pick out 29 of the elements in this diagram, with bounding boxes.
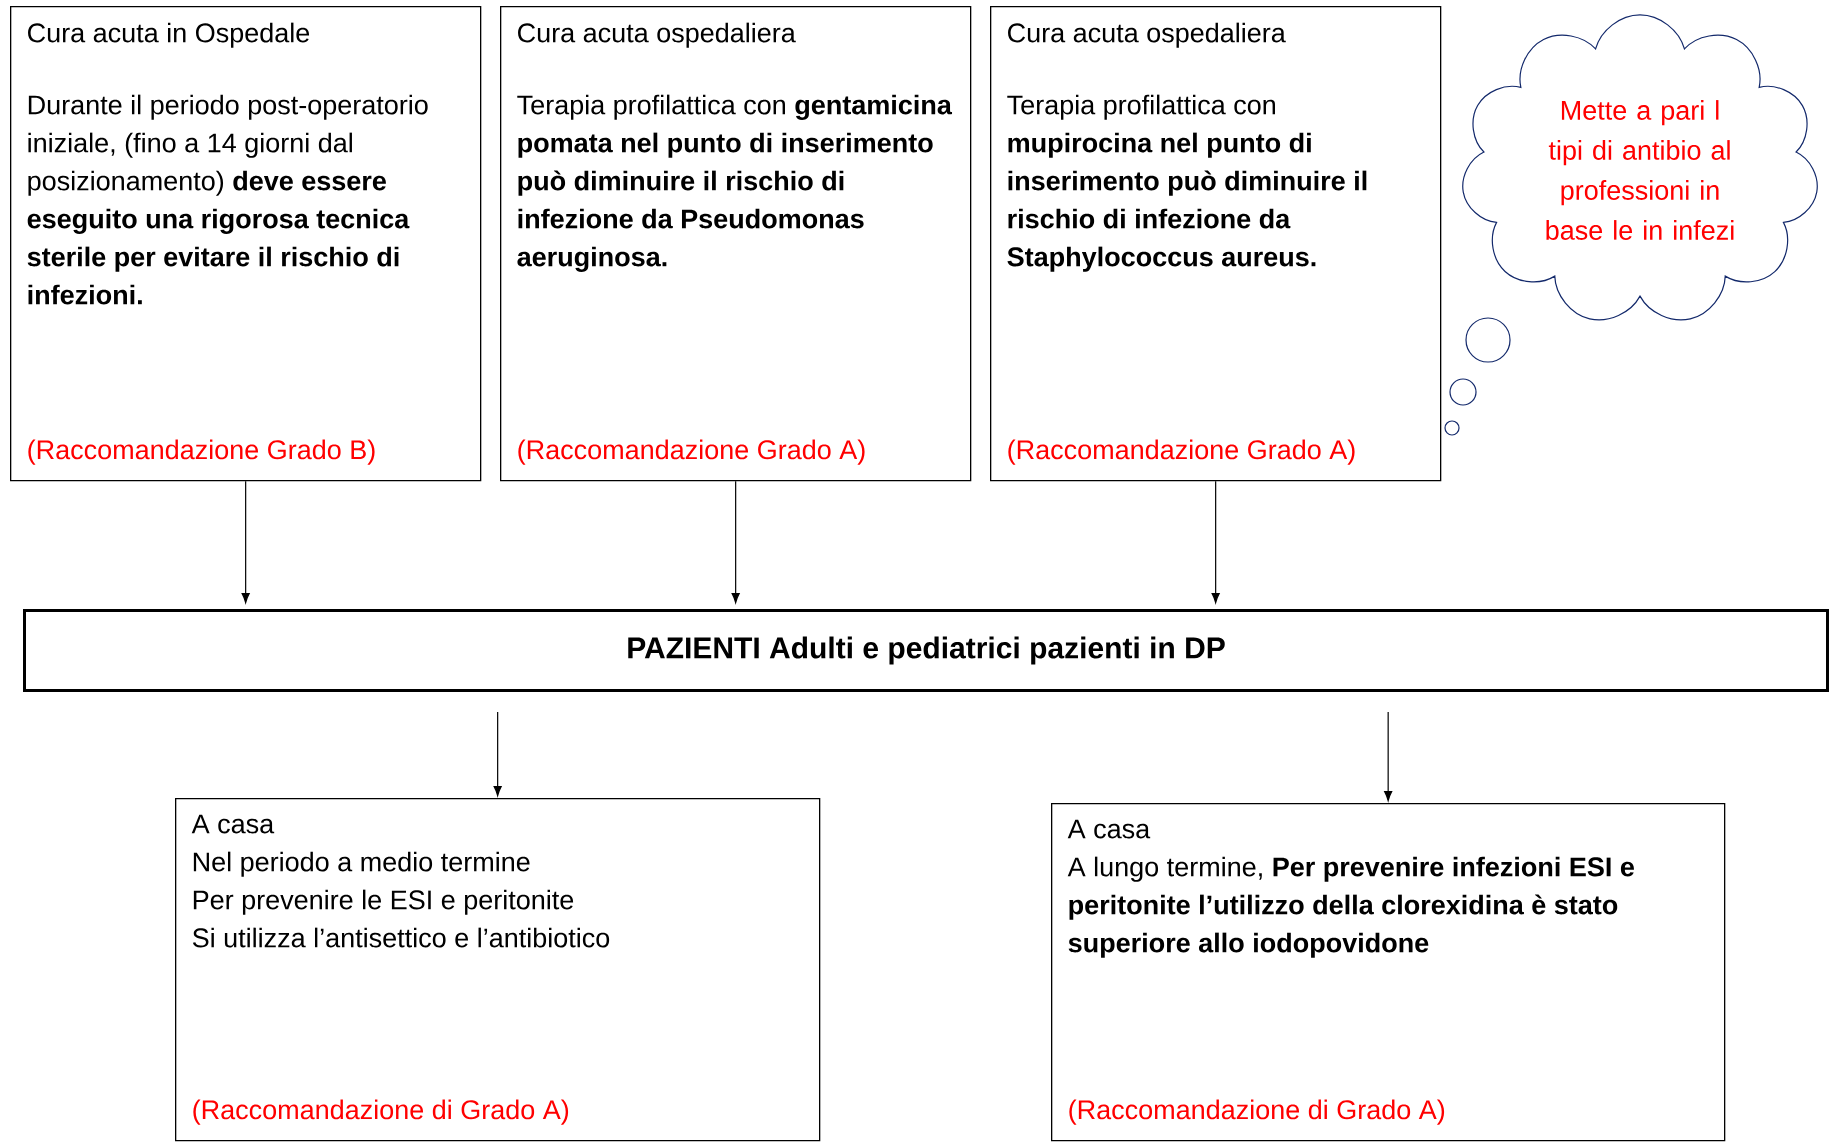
body-text: Durante il periodo post-operatorio iniziale, (fino a 14 giorni dal posizionamento) deve essere eseguito una rigorosa tecnica sterile per evitare il rischio di infezioni.	[27, 94, 428, 305]
info-box	[990, 6, 1442, 482]
arrow	[241, 480, 250, 604]
arrow	[731, 480, 740, 604]
arrow	[1211, 480, 1220, 604]
recommendation-text: (Raccomandazione Grado B)	[28, 439, 375, 465]
patient-bar: PAZIENTI Adulti e pediatrici pazienti in DP	[23, 609, 1829, 692]
info-box	[500, 6, 972, 482]
recommendation-text: (Raccomandazione di Grado A)	[1069, 1099, 1445, 1125]
info-box	[10, 6, 482, 482]
recommendation-text: (Raccomandazione di Grado A)	[193, 1099, 569, 1125]
body-text: Nel periodo a medio termine	[193, 851, 530, 877]
box-heading: Cura acuta ospedaliera	[1008, 22, 1286, 48]
recommendation-text: (Raccomandazione Grado A)	[1008, 439, 1355, 465]
body-text: A lungo termine, Per prevenire infezioni ESI e peritonite l’utilizzo della clorexidina è stato superiore allo iodopovidone	[1067, 856, 1634, 958]
body-text: Terapia profilattica con gentamicina pomata nel punto di inserimento può diminuire il rischio di infezione da Pseudomonas aeruginosa.	[517, 94, 953, 272]
box-heading: A casa	[1067, 819, 1151, 839]
box-heading: A casa	[191, 814, 275, 834]
body-text: Per prevenire le ESI e peritonite	[193, 889, 574, 915]
arrow	[493, 711, 502, 797]
info-box	[1051, 803, 1726, 1142]
body-text: Si utilizza l’antisettico e l’antibiotico	[192, 927, 610, 948]
arrow	[1384, 711, 1393, 802]
box-heading: Cura acuta ospedaliera	[518, 22, 796, 48]
recommendation-text: (Raccomandazione Grado A)	[518, 439, 865, 465]
info-box	[175, 798, 821, 1142]
thought-cloud: Mette a pari l tipi di antibio al professioni in base le in infezi	[1444, 14, 1818, 436]
box-heading: Cura acuta in Ospedale	[28, 22, 310, 48]
body-text: Terapia profilattica con mupirocina nel punto di inserimento può diminuire il rischio di infezione da Staphylococcus aureus.	[1007, 94, 1367, 272]
